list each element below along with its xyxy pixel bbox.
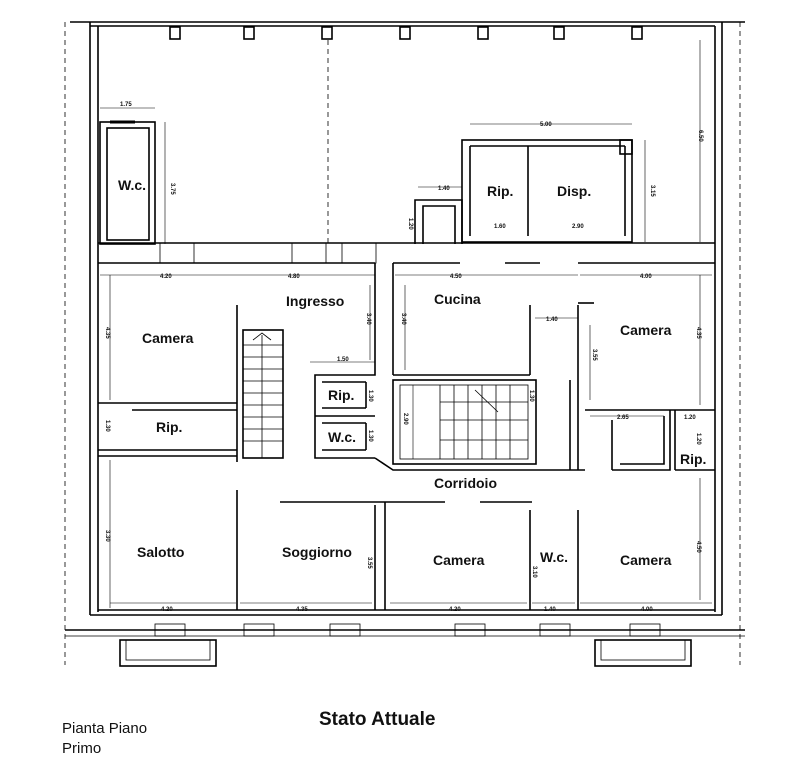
top-wc-walls	[99, 107, 166, 245]
dimension-label: 1.30	[528, 390, 534, 402]
room-label-rip-left: Rip.	[156, 419, 182, 435]
dimension-label: 3.55	[591, 349, 597, 361]
kitchen-walls	[392, 263, 579, 470]
upper-partition	[98, 242, 715, 276]
corridor-walls	[374, 275, 715, 471]
dimension-label: 4.35	[104, 327, 110, 339]
room-label-wc-top: W.c.	[118, 177, 146, 193]
dimension-label: 4.00	[641, 607, 653, 613]
left-staircase	[242, 329, 284, 459]
dimension-label: 4.50	[695, 541, 701, 553]
dimension-label: 1.30	[367, 390, 373, 402]
outer-walls	[64, 21, 745, 665]
dimension-label: 3.15	[649, 185, 655, 197]
room-label-disp: Disp.	[557, 183, 591, 199]
dimension-label: 4.50	[450, 274, 462, 280]
dimension-label: 1.40	[544, 607, 556, 613]
dimension-label: 1.50	[337, 357, 349, 363]
dimension-label: 1.20	[695, 433, 701, 445]
dimension-label: 1.60	[494, 224, 506, 230]
dimension-label: 4.20	[160, 274, 172, 280]
room-label-ingresso: Ingresso	[286, 293, 344, 309]
dimension-label: 4.80	[288, 274, 300, 280]
dimension-label: 4.35	[296, 607, 308, 613]
room-labels: W.c. Rip. Disp. Camera Ingresso Cucina C…	[118, 177, 706, 568]
left-rooms	[98, 275, 238, 610]
dimension-label: 6.50	[697, 130, 703, 142]
dimension-label: 2.90	[572, 224, 584, 230]
dimension-label: 1.75	[120, 102, 132, 108]
dimension-label: 3.40	[365, 313, 371, 325]
dimension-labels: 1.75 3.75 5.00 6.50 1.40 1.20 3.15 1.60 …	[104, 102, 703, 613]
small-service-block	[310, 263, 376, 459]
lower-partitions	[110, 478, 712, 610]
dimension-label: 3.40	[400, 313, 406, 325]
room-label-camera-br: Camera	[620, 552, 672, 568]
room-label-rip-right: Rip.	[680, 451, 706, 467]
dimension-label: 1.20	[407, 218, 413, 230]
dimension-label: 1.20	[684, 415, 696, 421]
central-staircase	[392, 379, 537, 465]
dimension-label: 5.00	[540, 122, 552, 128]
dimension-label: 1.40	[438, 186, 450, 192]
top-right-block	[414, 40, 701, 244]
room-label-cucina: Cucina	[434, 291, 481, 307]
dimension-label: 4.20	[161, 607, 173, 613]
room-label-camera-right: Camera	[620, 322, 672, 338]
room-label-wc-mid: W.c.	[540, 549, 568, 565]
room-label-rip-top: Rip.	[487, 183, 513, 199]
dimension-label: 1.40	[546, 317, 558, 323]
dimension-label: 4.20	[449, 607, 461, 613]
dimension-label: 3.75	[169, 183, 175, 195]
room-label-corridoio: Corridoio	[434, 475, 497, 491]
room-label-wc-small: W.c.	[328, 429, 356, 445]
plan-subtitle: Primo	[62, 740, 102, 757]
dimension-label: 3.55	[366, 557, 372, 569]
dimension-label: 4.00	[640, 274, 652, 280]
room-label-salotto: Salotto	[137, 544, 184, 560]
room-label-camera-left: Camera	[142, 330, 194, 346]
bottom-openings	[119, 623, 692, 667]
dimension-label: 2.65	[617, 415, 629, 421]
room-label-camera-mid: Camera	[433, 552, 485, 568]
dimension-label: 1.30	[104, 420, 110, 432]
dimension-label: 3.30	[104, 530, 110, 542]
dimension-label: 4.35	[695, 327, 701, 339]
room-label-soggiorno: Soggiorno	[282, 544, 352, 560]
terrace-columns	[169, 26, 643, 245]
dimension-label: 3.10	[531, 566, 537, 578]
dimension-label: 1.30	[367, 430, 373, 442]
dimension-label: 2.90	[402, 413, 408, 425]
state-title: Stato Attuale	[319, 709, 436, 730]
plan-title: Pianta Piano	[62, 720, 148, 737]
room-label-rip-small: Rip.	[328, 387, 354, 403]
